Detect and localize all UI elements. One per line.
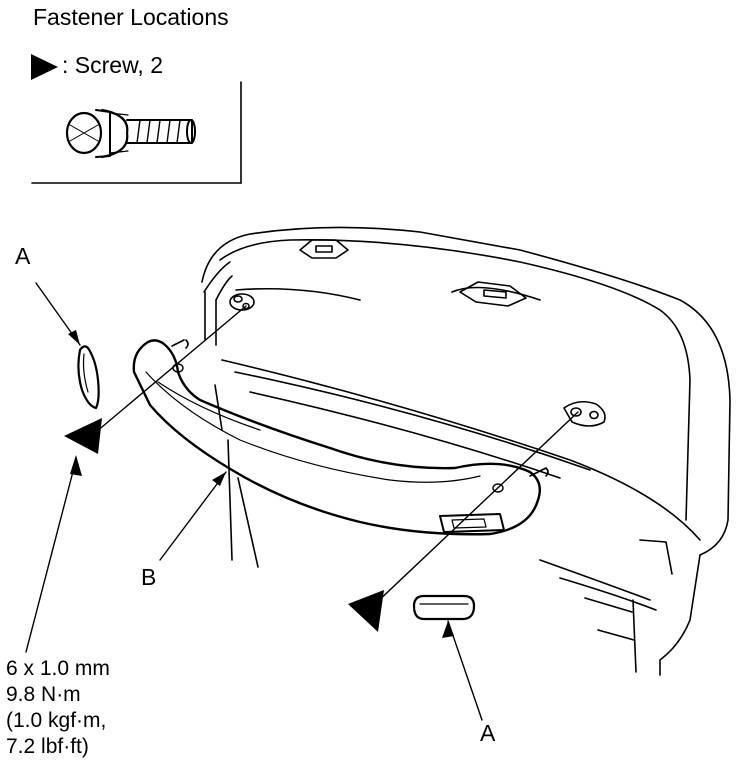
legend-label: : Screw, 2	[62, 52, 163, 78]
arrow-to-spec	[70, 455, 82, 476]
screw-icon	[65, 108, 196, 159]
cap-a-upper	[77, 345, 100, 410]
legend-box	[31, 81, 242, 184]
page-title: Fastener Locations	[33, 4, 229, 30]
grab-handle	[132, 339, 549, 536]
callout-a-lower: A	[480, 720, 496, 746]
leader-lines	[25, 282, 579, 721]
callout-b: B	[141, 564, 157, 590]
arrow-to-handle-b	[212, 472, 226, 486]
torque-spec: 6 x 1.0 mm 9.8 N·m (1.0 kgf·m, 7.2 lbf·f…	[6, 657, 110, 758]
cap-a-lower	[412, 594, 476, 621]
screw-marker-icon	[64, 418, 102, 454]
callout-a-upper: A	[15, 243, 31, 269]
arrow-to-cap-a-lower	[442, 621, 454, 638]
trim-panel	[201, 226, 731, 676]
arrow-to-cap-a-upper	[68, 330, 80, 345]
screw-marker-icon	[348, 590, 384, 632]
screw-marker-icon	[31, 54, 58, 80]
arrowheads	[68, 330, 454, 638]
